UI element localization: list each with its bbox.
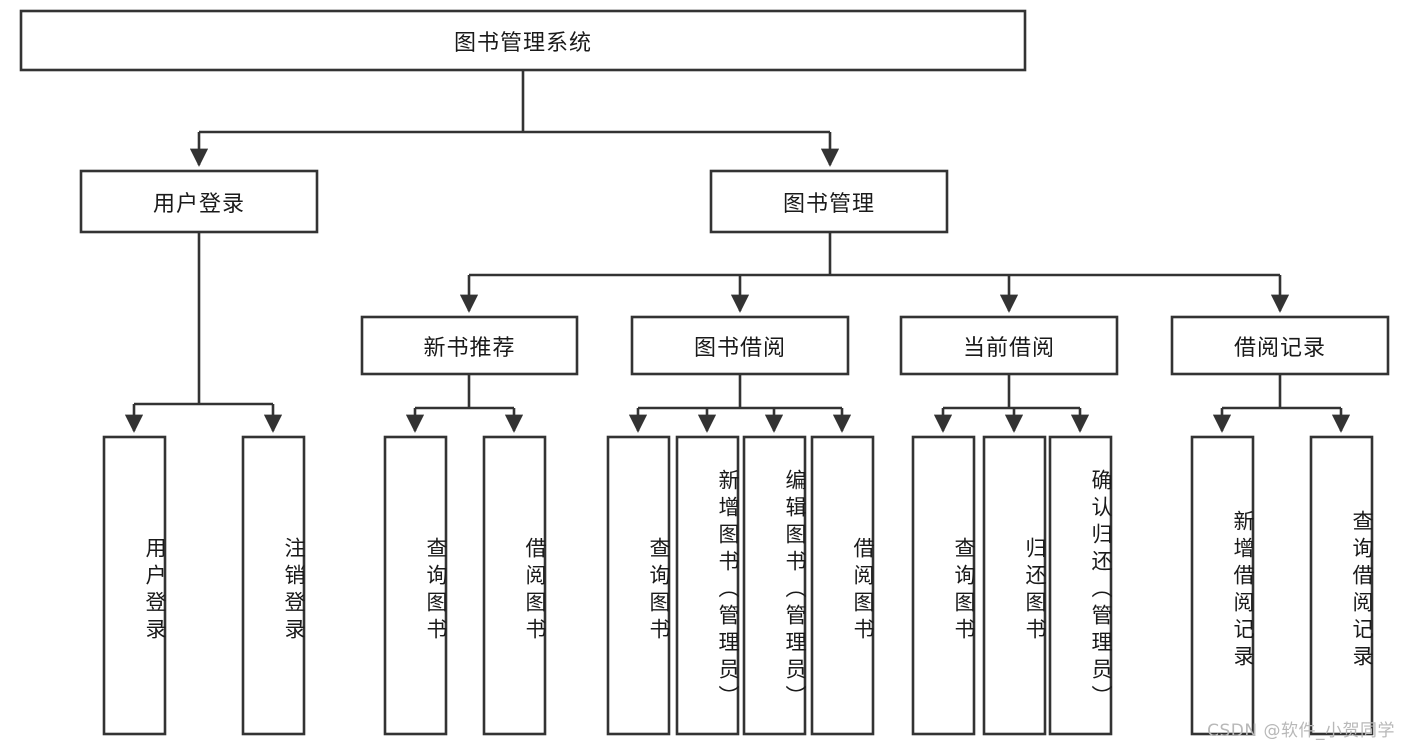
- node-box-user-login: [79, 169, 319, 234]
- node-box-book-manage: [709, 169, 949, 234]
- leaf-box-u1: [241, 435, 306, 736]
- node-box-root: [19, 9, 1027, 72]
- node-box-borrow-record: [1170, 315, 1390, 376]
- leaf-box-c1: [982, 435, 1047, 736]
- leaf-box-u0: [102, 435, 167, 736]
- node-box-book-borrow: [630, 315, 850, 376]
- leaf-box-n0: [383, 435, 448, 736]
- leaf-box-c2: [1048, 435, 1113, 736]
- leaf-box-r0: [1190, 435, 1255, 736]
- leaf-box-b1: [675, 435, 740, 736]
- leaf-box-b3: [810, 435, 875, 736]
- leaf-box-b2: [742, 435, 807, 736]
- leaf-box-b0: [606, 435, 671, 736]
- node-box-new-book: [360, 315, 579, 376]
- watermark: CSDN @软件_小贺同学: [1207, 721, 1395, 741]
- node-box-current-borrow: [899, 315, 1119, 376]
- leaf-box-n1: [482, 435, 547, 736]
- leaf-box-c0: [911, 435, 976, 736]
- leaf-box-r1: [1309, 435, 1374, 736]
